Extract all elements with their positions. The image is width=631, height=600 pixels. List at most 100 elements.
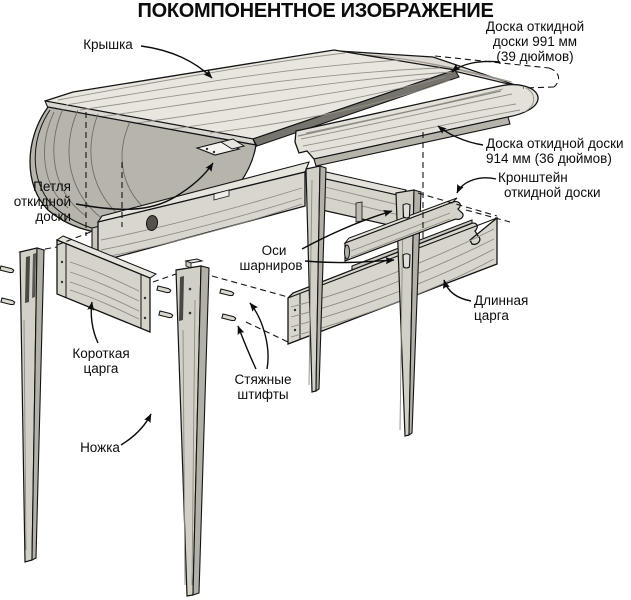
guide-line — [465, 209, 511, 223]
grain-lines — [23, 319, 27, 551]
label-petlya-line1: Петля — [33, 179, 71, 194]
bracket-rail-drawing — [343, 197, 464, 262]
tie-pin — [219, 288, 235, 297]
label-shtifty-line1: Стяжные — [235, 372, 292, 387]
leader-osi-1 — [301, 209, 393, 250]
cleat-screw — [60, 260, 64, 264]
guide-line — [152, 273, 177, 283]
bracket-rail-face — [344, 200, 464, 262]
dashed-guides — [44, 55, 560, 343]
label-dlinnaya-line2: царга — [474, 308, 509, 323]
cleat-screw — [143, 316, 147, 320]
label-leaf991-line1: Доска откидной — [486, 19, 584, 34]
hinge-screw — [212, 150, 216, 154]
tie-pin — [156, 285, 172, 294]
guide-curve — [548, 67, 560, 88]
leader-kryshka — [140, 45, 213, 79]
mortise-slot — [32, 253, 36, 298]
guide-line — [44, 246, 58, 250]
tie-pins-drawing — [0, 265, 237, 322]
grain-lines — [300, 87, 535, 153]
cleat-screw — [293, 308, 297, 312]
pivot-pin — [402, 253, 411, 269]
label-nozhka: Ножка — [80, 440, 120, 455]
guide-line — [245, 321, 289, 343]
label-osi-line2: шарниров — [239, 258, 302, 273]
label-leaf991-line3: (39 дюймов) — [496, 49, 573, 64]
tie-pin — [0, 297, 16, 306]
guide-line — [417, 192, 498, 217]
leg-side-face — [315, 165, 327, 393]
leg-side-face — [192, 265, 210, 596]
label-leaf991-line2: доски 991 мм — [493, 34, 577, 49]
tie-pin — [0, 265, 15, 274]
page-title: ПОКОМПОНЕНТНОЕ ИЗОБРАЖЕНИЕ — [137, 0, 494, 22]
mortise-slot — [179, 276, 184, 321]
grain-lines — [57, 52, 453, 134]
cleat-screw — [60, 280, 64, 284]
leader-leaf914 — [437, 125, 484, 146]
grain-lines — [350, 212, 451, 258]
guide-line — [434, 55, 550, 69]
leader-osi-2 — [304, 257, 395, 265]
guide-line — [211, 275, 289, 298]
label-osi-line1: Оси — [262, 243, 287, 258]
hinge-drawing — [195, 138, 246, 156]
leg-front-left-drawing — [175, 258, 210, 597]
cleat-screw — [143, 296, 147, 300]
guide-line — [522, 86, 555, 89]
leader-shtifty-1 — [237, 325, 257, 370]
tabletop-drawing — [44, 49, 460, 147]
grain-lines — [308, 179, 313, 386]
label-korotkaya-line2: царга — [84, 361, 119, 376]
pin-hole — [188, 311, 192, 315]
short-apron-face — [56, 239, 151, 333]
bracket-end-grain — [344, 244, 350, 260]
apron-notch — [213, 189, 230, 201]
leader-leaf991 — [451, 60, 501, 73]
short-apron-drawing — [55, 235, 158, 333]
frame-side-apron-drawing — [321, 171, 407, 229]
apron-hole — [145, 215, 159, 231]
guide-line — [56, 230, 94, 246]
label-shtifty-line2: штифты — [237, 387, 288, 402]
leg-rear-left-drawing — [18, 247, 46, 563]
cleat-screw — [293, 328, 297, 332]
label-korotkaya-line1: Короткая — [72, 346, 129, 361]
leg-rear-right-drawing — [305, 165, 327, 393]
labels: Крышка Доска откидной доски 991 мм (39 д… — [14, 19, 624, 455]
label-leaf914-line1: Доска откидной доски — [486, 136, 624, 151]
label-petlya-line2: откидной — [14, 194, 71, 209]
bracket-mount — [355, 201, 363, 223]
leaders — [75, 45, 501, 446]
grain-lines — [351, 53, 513, 83]
label-dlinnaya-line1: Длинная — [474, 293, 528, 308]
leader-petlya — [75, 162, 214, 210]
leg-side-face — [31, 247, 45, 561]
label-kronshtein-line2: откидной доски — [504, 185, 601, 200]
leader-nozhka — [120, 413, 152, 446]
label-kryshka: Крышка — [83, 37, 133, 52]
tie-pin — [221, 313, 237, 322]
grain-lines — [182, 299, 196, 586]
leader-korotkaya — [87, 301, 99, 344]
label-leaf914-line2: 914 мм (36 дюймов) — [486, 151, 612, 166]
leaf-914-drawing — [294, 83, 539, 167]
grain-lines — [69, 261, 140, 320]
tie-pin — [158, 310, 174, 319]
bracket-rail-top — [343, 197, 458, 245]
hinge-flap — [219, 138, 246, 150]
label-kronshtein-line1: Кронштейн — [498, 170, 568, 185]
leader-dlinnaya — [442, 279, 472, 302]
hinge-screw — [205, 147, 209, 151]
leader-shtifty-2 — [249, 302, 269, 370]
pivot-pin — [402, 203, 411, 219]
label-petlya-line3: доски — [35, 209, 71, 224]
leader-kronshtein — [456, 177, 497, 194]
pin-hole — [188, 287, 192, 291]
pivot-pins-drawing — [402, 203, 411, 269]
grain-lines — [100, 187, 303, 259]
mortise-slot — [25, 256, 30, 303]
